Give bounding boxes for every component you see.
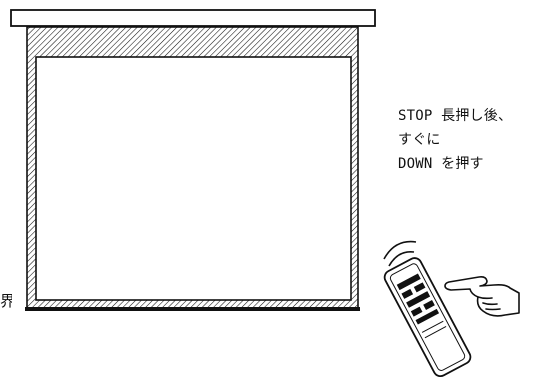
projector-screen-icon bbox=[10, 9, 376, 311]
screen-housing bbox=[10, 9, 376, 27]
edge-text: 界 bbox=[0, 294, 12, 309]
screen-bottom-bar bbox=[25, 307, 360, 311]
pointing-hand-icon bbox=[444, 276, 520, 317]
screen-surface bbox=[35, 56, 352, 301]
instruction-line-2: すぐに bbox=[398, 132, 441, 148]
instruction-caption: STOP 長押し後、 すぐに DOWN を押す bbox=[398, 104, 512, 176]
remote-control-icon bbox=[383, 240, 472, 378]
instruction-line-3: DOWN を押す bbox=[398, 156, 484, 172]
instruction-line-1: STOP 長押し後、 bbox=[398, 108, 513, 124]
